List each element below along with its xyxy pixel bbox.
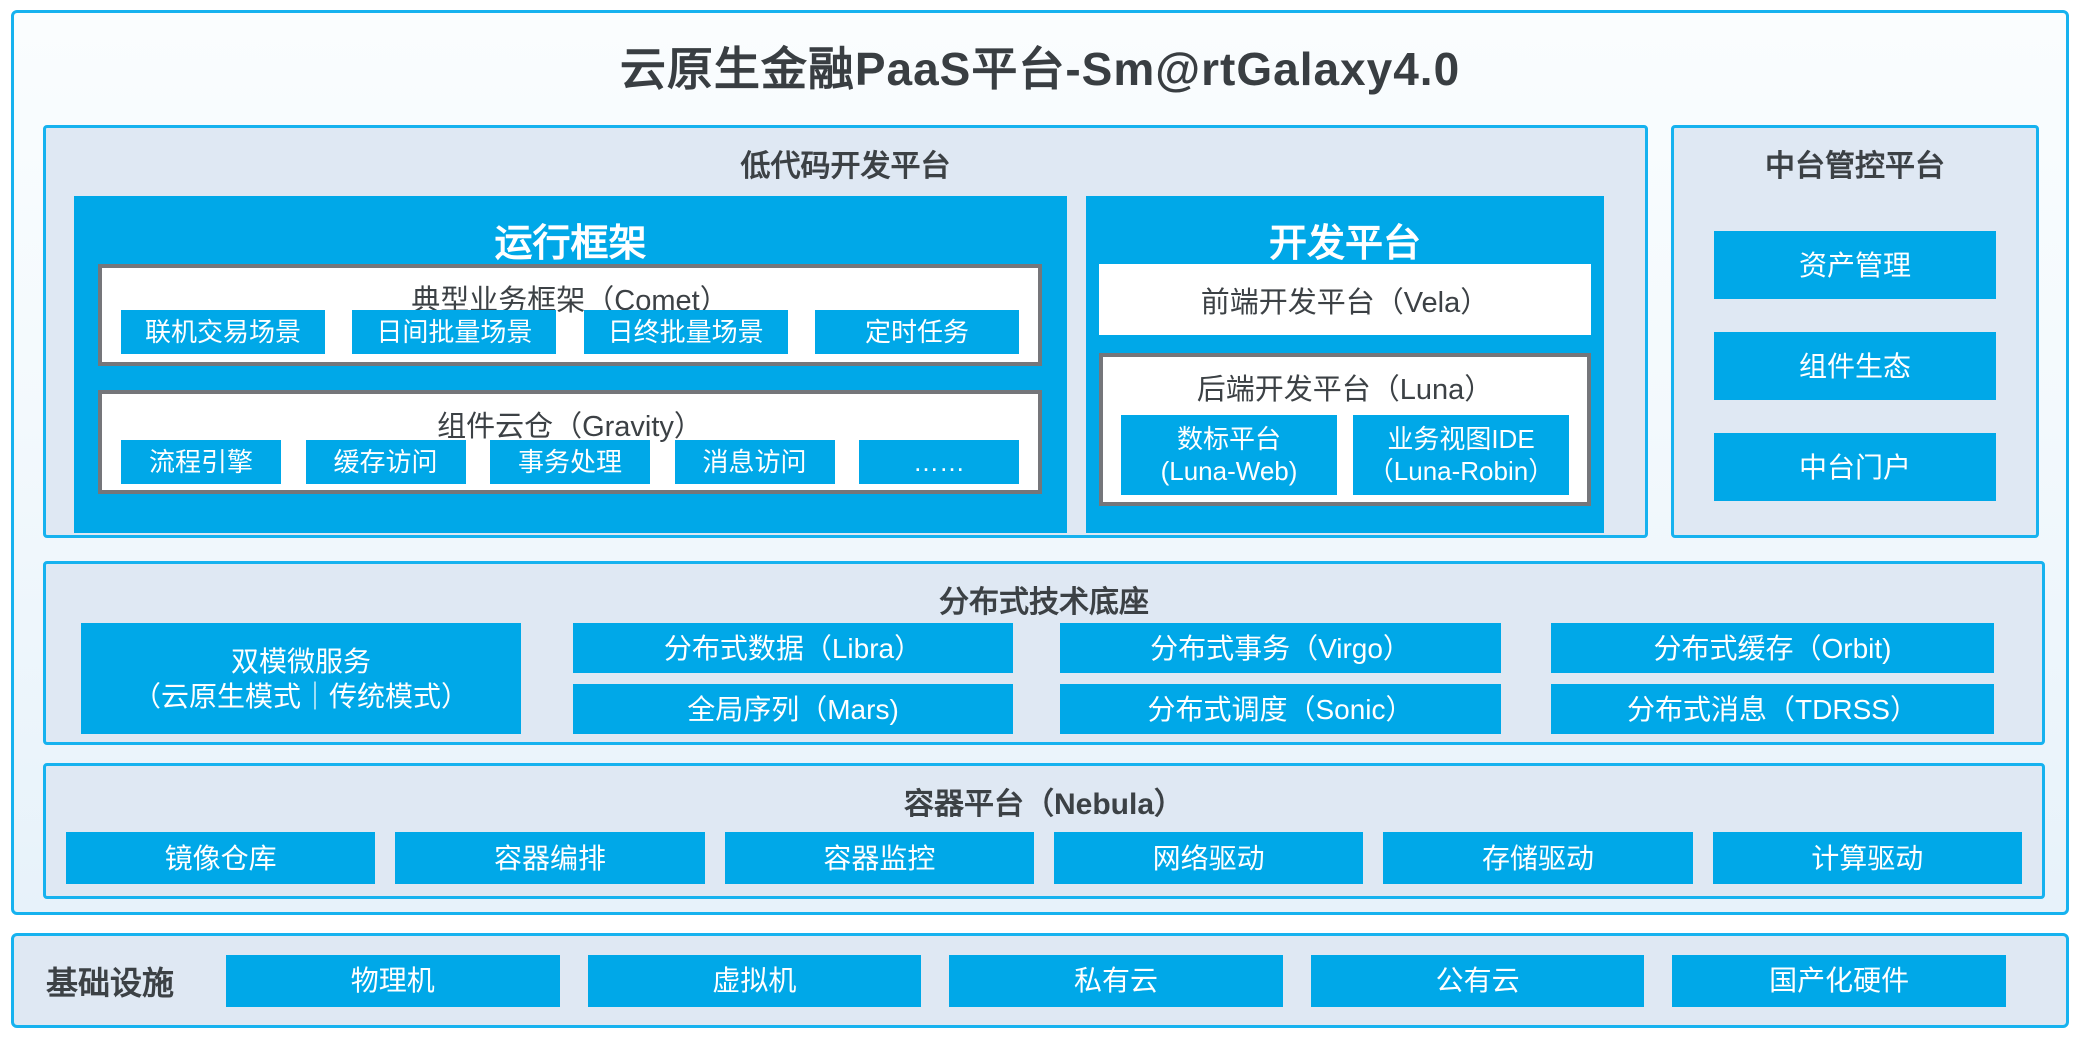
midstage-item-asset-mgmt: 资产管理: [1714, 231, 1996, 299]
luna-backend-box: 后端开发平台（Luna） 数标平台 (Luna-Web) 业务视图IDE （Lu…: [1099, 353, 1591, 506]
comet-item-daytime-batch: 日间批量场景: [352, 310, 557, 354]
runtime-framework-box: 运行框架 典型业务框架（Comet） 联机交易场景 日间批量场景 日终批量场景 …: [74, 196, 1067, 533]
infrastructure-title: 基础设施: [46, 964, 175, 1001]
infra-item-physical-machine: 物理机: [226, 954, 560, 1007]
midstage-control-panel: 中台管控平台 资产管理 组件生态 中台门户: [1671, 125, 2039, 538]
comet-framework-box: 典型业务框架（Comet） 联机交易场景 日间批量场景 日终批量场景 定时任务: [98, 264, 1042, 366]
gravity-title: 组件云仓（Gravity）: [437, 411, 703, 443]
gravity-item-cache-access: 缓存访问: [305, 440, 466, 484]
dev-platform-title: 开发平台: [1268, 223, 1421, 265]
infrastructure-items: 物理机 虚拟机 私有云 公有云 国产化硬件: [226, 954, 2006, 1007]
nebula-item-network-driver: 网络驱动: [1053, 832, 1364, 884]
luna-web-code: (Luna-Web): [1160, 456, 1298, 486]
nebula-item-orchestration: 容器编排: [395, 832, 705, 884]
luna-robin-code: （Luna-Robin）: [1367, 456, 1555, 486]
comet-items-row: 联机交易场景 日间批量场景 日终批量场景 定时任务: [121, 310, 1019, 354]
nebula-item-image-registry: 镜像仓库: [66, 832, 376, 884]
midstage-item-component-ecosystem: 组件生态: [1714, 332, 1996, 400]
low-code-platform-panel: 低代码开发平台 运行框架 典型业务框架（Comet） 联机交易场景 日间批量场景…: [43, 125, 1648, 538]
dist-item-mars: 全局序列（Mars): [573, 684, 1013, 734]
luna-items-row: 数标平台 (Luna-Web) 业务视图IDE （Luna-Robin）: [1121, 415, 1569, 495]
dist-item-orbit: 分布式缓存（Orbit): [1551, 623, 1994, 673]
nebula-item-compute-driver: 计算驱动: [1712, 832, 2022, 884]
page-title: 云原生金融PaaS平台-Sm@rtGalaxy4.0: [619, 43, 1461, 95]
architecture-outer-frame: 云原生金融PaaS平台-Sm@rtGalaxy4.0 低代码开发平台 运行框架 …: [11, 10, 2069, 915]
vela-frontend-box: 前端开发平台（Vela）: [1099, 264, 1591, 335]
dev-platform-box: 开发平台 前端开发平台（Vela） 后端开发平台（Luna） 数标平台 (Lun…: [1086, 196, 1604, 533]
dist-item-sonic: 分布式调度（Sonic）: [1060, 684, 1501, 734]
infra-item-domestic-hardware: 国产化硬件: [1672, 954, 2006, 1007]
dual-mode-line2: （云原生模式｜传统模式）: [132, 680, 469, 712]
dual-mode-microservice-box: 双模微服务 （云原生模式｜传统模式）: [81, 623, 521, 734]
container-platform-title: 容器平台（Nebula）: [903, 788, 1185, 821]
midstage-items: 资产管理 组件生态 中台门户: [1674, 231, 2036, 501]
gravity-repo-box: 组件云仓（Gravity） 流程引擎 缓存访问 事务处理 消息访问 ……: [98, 390, 1042, 494]
container-platform-panel: 容器平台（Nebula） 镜像仓库 容器编排 容器监控 网络驱动 存储驱动 计算…: [43, 763, 2045, 899]
runtime-framework-title: 运行框架: [494, 223, 647, 265]
midstage-title: 中台管控平台: [1765, 150, 1945, 183]
infra-item-virtual-machine: 虚拟机: [587, 954, 922, 1007]
luna-web-item: 数标平台 (Luna-Web): [1121, 415, 1337, 495]
gravity-item-message-access: 消息访问: [674, 440, 835, 484]
distributed-base-title: 分布式技术底座: [939, 586, 1149, 619]
comet-item-scheduled-task: 定时任务: [814, 310, 1019, 354]
low-code-platform-title: 低代码开发平台: [740, 150, 951, 183]
gravity-item-process-engine: 流程引擎: [121, 440, 281, 484]
infrastructure-panel: 基础设施 物理机 虚拟机 私有云 公有云 国产化硬件: [11, 933, 2069, 1028]
dist-item-tdrss: 分布式消息（TDRSS）: [1551, 684, 1994, 734]
nebula-item-monitoring: 容器监控: [724, 832, 1034, 884]
distributed-base-panel: 分布式技术底座 双模微服务 （云原生模式｜传统模式） 分布式数据（Libra） …: [43, 561, 2045, 745]
infra-item-public-cloud: 公有云: [1310, 954, 1645, 1007]
comet-item-eod-batch: 日终批量场景: [583, 310, 788, 354]
dist-item-virgo: 分布式事务（Virgo）: [1060, 623, 1501, 673]
gravity-item-transaction: 事务处理: [490, 440, 650, 484]
comet-item-online-trading: 联机交易场景: [121, 310, 325, 354]
dual-mode-line1: 双模微服务: [230, 645, 371, 677]
container-platform-items: 镜像仓库 容器编排 容器监控 网络驱动 存储驱动 计算驱动: [66, 832, 2022, 884]
nebula-item-storage-driver: 存储驱动: [1383, 832, 1693, 884]
luna-title: 后端开发平台（Luna）: [1196, 374, 1494, 406]
luna-robin-item: 业务视图IDE （Luna-Robin）: [1353, 415, 1569, 495]
dist-item-libra: 分布式数据（Libra）: [573, 623, 1013, 673]
luna-robin-name: 业务视图IDE: [1387, 423, 1535, 454]
luna-web-name: 数标平台: [1176, 423, 1281, 454]
midstage-item-midstage-portal: 中台门户: [1714, 433, 1996, 501]
gravity-items-row: 流程引擎 缓存访问 事务处理 消息访问 ……: [121, 440, 1019, 484]
gravity-item-ellipsis: ……: [859, 440, 1019, 484]
infra-item-private-cloud: 私有云: [949, 954, 1283, 1007]
